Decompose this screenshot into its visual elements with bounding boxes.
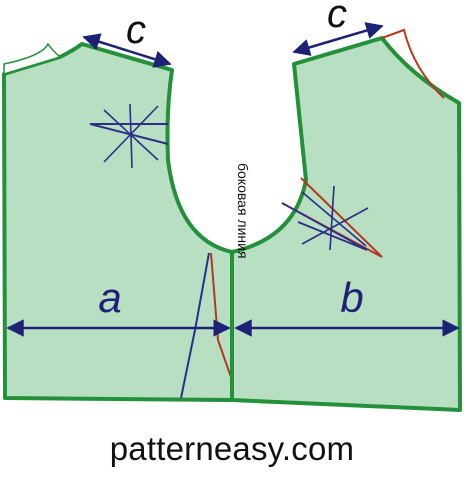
front-dart-blue <box>281 202 368 251</box>
side-seam-red-line <box>210 252 233 381</box>
front-shoulder-correction-line <box>381 28 445 99</box>
label-b: b <box>340 274 363 321</box>
measure-c-left <box>82 33 172 68</box>
label-c-right: c <box>327 0 347 36</box>
label-a: a <box>98 274 121 321</box>
back-shoulder-adjustment <box>3 42 62 76</box>
label-side-line: боковая линия <box>235 163 251 259</box>
measure-c-right <box>292 22 384 56</box>
back-armhole-dart <box>89 123 169 145</box>
back-bodice-piece <box>2 42 234 402</box>
front-bodice-piece <box>230 36 462 412</box>
label-c-left: c <box>126 8 146 52</box>
site-watermark: patterneasy.com <box>109 430 355 467</box>
front-dart-cross-mark <box>301 185 369 251</box>
back-dart-cross-mark <box>103 103 159 169</box>
